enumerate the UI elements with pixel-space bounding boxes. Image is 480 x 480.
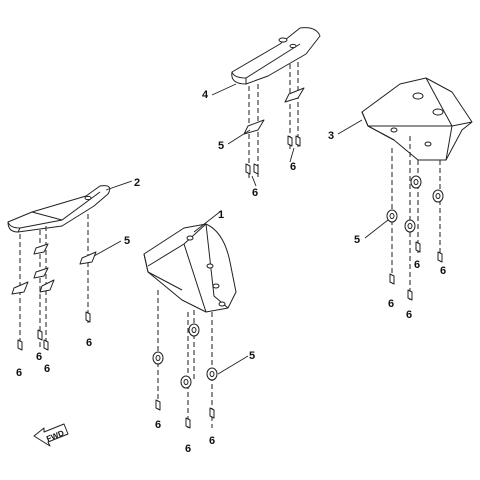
callout-bolt: 6 [185, 443, 191, 455]
washers-part-3 [386, 175, 444, 233]
callout-bolt: 6 [388, 298, 394, 310]
callout-bolt: 6 [155, 419, 161, 431]
dashed-lines-part-4 [248, 62, 299, 178]
callout-bolt: 6 [86, 337, 92, 349]
callout-washer-left: 5 [124, 235, 130, 247]
callout-part-3: 3 [328, 130, 334, 142]
washers-part-2 [11, 243, 97, 295]
callout-bolt: 6 [440, 265, 446, 277]
bracket-part-3 [361, 77, 473, 161]
callout-bolt: 6 [16, 367, 22, 379]
bracket-part-4 [231, 27, 321, 85]
callout-bolt: 6 [290, 161, 296, 173]
callout-washer-top: 5 [218, 140, 224, 152]
bolts-part-2 [17, 311, 91, 351]
fwd-arrow-icon [33, 423, 69, 447]
callout-bolt: 6 [406, 309, 412, 321]
washers-part-1 [152, 323, 218, 389]
leader-lines [93, 83, 389, 375]
callout-bolt: 6 [44, 363, 50, 375]
dashed-lines-part-3 [391, 136, 441, 300]
callout-bolt: 6 [36, 351, 42, 363]
callout-part-1: 1 [218, 209, 224, 221]
bolts-part-1 [155, 399, 215, 429]
callout-washer-center: 5 [249, 350, 255, 362]
callout-part-2: 2 [134, 177, 140, 189]
callout-part-4: 4 [202, 89, 209, 101]
bolts-part-4 [245, 135, 301, 175]
callout-bolt: 6 [209, 435, 215, 447]
bracket-part-1 [143, 223, 237, 313]
bolts-part-3 [389, 241, 443, 301]
callout-bolt: 6 [252, 187, 258, 199]
washers-part-4 [243, 87, 305, 135]
callout-washer-right: 5 [354, 234, 360, 246]
bracket-part-2 [7, 185, 111, 233]
callout-bolt: 6 [414, 259, 420, 271]
